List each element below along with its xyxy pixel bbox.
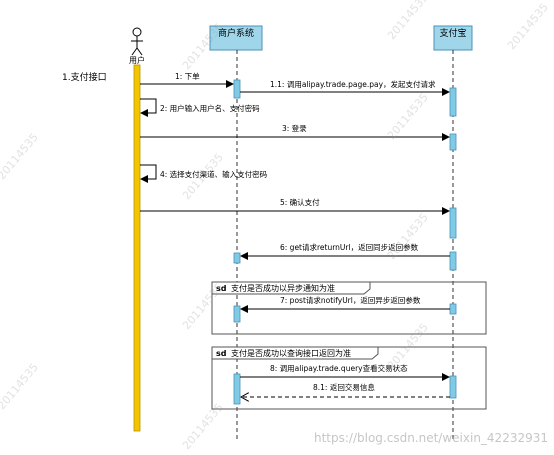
fragment-2-keyword: sd — [216, 349, 227, 358]
merchant-actor-box — [209, 25, 263, 51]
alipay-activation-4 — [449, 251, 457, 271]
alipay-activation-1 — [449, 87, 457, 117]
user-actor-label: 用户 — [129, 55, 145, 65]
user-lifeline-bar — [133, 64, 141, 432]
merchant-activation-3 — [233, 305, 241, 323]
message-6-label: 6: get请求returnUrl，返回同步返回参数 — [280, 242, 419, 252]
fragment-2-title: 支付是否成功以查询接口返回为准 — [231, 348, 351, 358]
fragment-1-header — [211, 281, 371, 295]
message-3-label: 3: 登录 — [282, 123, 307, 133]
message-4-arrow — [140, 164, 157, 183]
user-actor-left-leg — [131, 47, 138, 56]
alipay-activation-3 — [449, 207, 457, 239]
merchant-activation-1 — [233, 79, 241, 99]
message-7-label: 7: post请求notifyUrl，返回异步返回参数 — [280, 295, 421, 305]
fragment-query: sd 支付是否成功以查询接口返回为准 — [211, 346, 487, 410]
fragment-1-keyword: sd — [216, 284, 227, 293]
message-8-1-label: 8.1: 返回交易信息 — [313, 382, 375, 392]
message-2-label: 2: 用户输入用户名、支付密码 — [160, 103, 260, 113]
watermark-url: https://blog.csdn.net/weixin_42232931 — [313, 431, 548, 445]
alipay-actor-label: 支付宝 — [439, 27, 466, 39]
user-actor-right-leg — [136, 47, 143, 56]
message-4-label: 4: 选择支付渠道、输入支付密码 — [160, 169, 268, 179]
alipay-actor-box — [433, 25, 473, 51]
message-1-1-label: 1.1: 调用alipay.trade.page.pay，发起支付请求 — [270, 79, 436, 89]
message-5-label: 5: 确认支付 — [280, 197, 320, 207]
user-actor-head — [132, 27, 142, 37]
merchant-activation-2 — [233, 252, 241, 264]
alipay-activation-2 — [449, 133, 457, 151]
fragment-2-header — [211, 346, 379, 360]
section-label: 1.支付接口 — [62, 71, 107, 83]
merchant-activation-4 — [233, 373, 241, 405]
alipay-activation-6 — [449, 375, 457, 399]
merchant-actor: 商户系统 — [209, 25, 263, 51]
message-8-label: 8: 调用alipay.trade.query查看交易状态 — [270, 363, 408, 373]
message-1-label: 1: 下单 — [175, 71, 200, 81]
alipay-activation-5 — [449, 303, 457, 315]
message-2-arrow — [140, 98, 157, 117]
alipay-actor: 支付宝 — [433, 25, 473, 51]
fragment-async-notify: sd 支付是否成功以异步通知为准 — [211, 281, 487, 335]
merchant-actor-label: 商户系统 — [218, 27, 254, 39]
user-actor: 用户 — [129, 27, 145, 65]
fragment-1-title: 支付是否成功以异步通知为准 — [231, 283, 335, 293]
